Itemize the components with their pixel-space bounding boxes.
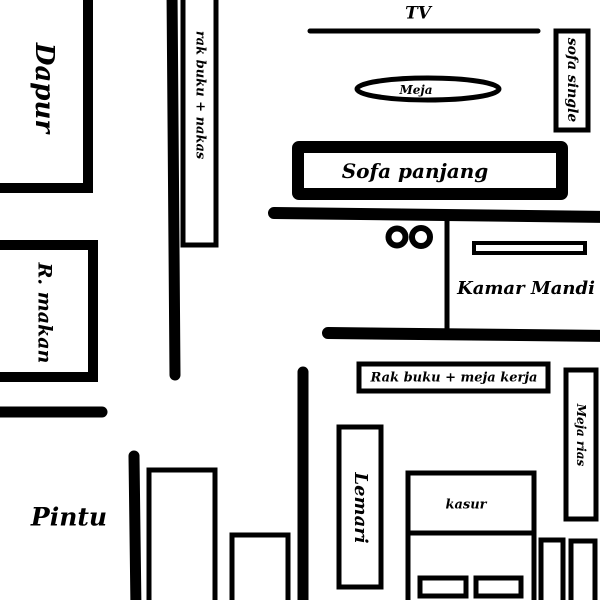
fixture-circle [409,225,433,249]
cabinet-box-small [229,532,291,600]
meja-rias-label: Meja rias [574,403,588,467]
meja-shape [354,75,502,103]
lemari-label: Lemari [350,472,371,544]
r-makan-label: R. makan [33,262,56,364]
meja-label: Meja [399,83,433,97]
dapur-label: Dapur [29,42,59,134]
tv-label: TV [405,3,431,24]
pintu-label: Pintu [30,502,108,532]
nightstand [538,537,566,600]
kamar-mandi-label: Kamar Mandi [457,278,595,299]
kasur-label: kasur [445,497,487,513]
r-makan-wall [0,240,98,382]
meja-rias-shape [563,367,599,522]
lemari-shape [336,424,384,590]
pillow [473,575,524,599]
sofa-single-label: sofa single [564,37,580,123]
cabinet-box [146,467,218,600]
sofa-panjang-shape [292,141,568,200]
sofa-single-shape [553,28,591,133]
rak-buku-meja-kerja-shape [356,361,551,394]
kamar-mandi-shelf [472,241,587,255]
rak-buku-nakas-label: rak buku + nakas [192,30,208,160]
nightstand [568,538,598,600]
pintu-wall [128,450,142,600]
pillow [417,575,469,599]
fixture-circle [385,225,409,249]
dapur-wall [0,0,93,193]
rak-buku-meja-kerja-label: Rak buku + meja kerja [370,370,538,386]
sofa-panjang-label: Sofa panjang [341,159,489,183]
kasur-shape [405,470,537,600]
kamar-mandi-bottom-wall [322,327,600,342]
kamar-mandi-top-wall [268,207,600,223]
hall-wall [166,0,181,381]
rak-buku-nakas-shape [180,0,219,248]
